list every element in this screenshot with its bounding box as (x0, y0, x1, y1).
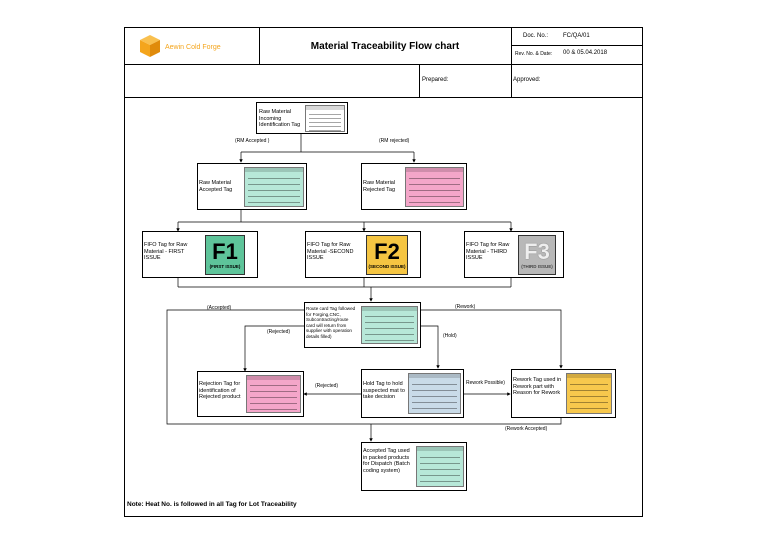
node-label: Raw Material Rejected Tag (363, 180, 396, 193)
rev-value: 00 & 05.04.2018 (563, 50, 608, 56)
connector-line (166, 309, 420, 425)
node-label: Raw Material Accepted Tag (199, 180, 233, 193)
flowchart-sheet: Aewin Cold Forge Material Traceability F… (124, 27, 643, 517)
cube-logo-icon (140, 35, 160, 57)
f3-tile: F3 (THIRD ISSUE) (518, 235, 556, 275)
edge-label-rework: (Rework) (455, 304, 476, 310)
f1-tile: F1 (FIRST ISSUE) (205, 235, 245, 275)
f1-subtext: (FIRST ISSUE) (209, 264, 241, 269)
connector-layer (166, 134, 563, 442)
rejected-tag-thumbnail (405, 167, 464, 207)
edge-label-rm-accepted: (RM Accepted ) (235, 138, 270, 144)
connector-arrow (243, 325, 304, 372)
edge-label-rework-possible: Rework Possible) (466, 380, 505, 386)
incoming-tag-node: Raw Material Incoming Identification Tag (256, 102, 348, 134)
company-name: Aewin Cold Forge (165, 44, 221, 51)
approved-label: Approved: (513, 77, 541, 83)
page-title: Material Traceability Flow chart (310, 40, 460, 52)
node-label: Route card Tag followed for Forging,CNC,… (306, 306, 356, 339)
edge-label-rework-accepted: (Rework Accepted) (505, 426, 548, 432)
edge-label-hold: (Hold) (443, 333, 457, 339)
rework-tag-node: Rework Tag used in Rework part with Reas… (511, 369, 616, 418)
connector-line (420, 418, 562, 425)
f3-subtext: (THIRD ISSUE) (521, 264, 553, 269)
edge-label-rejected-hold: (Rejected) (315, 383, 339, 389)
node-label: FIFO Tag for Raw Material - THIRD ISSUE (466, 242, 510, 262)
rm-accepted-node: Raw Material Accepted Tag (197, 163, 307, 210)
header-row-divider (511, 45, 642, 46)
f2-tile: F2 (SECOND ISSUE) (366, 235, 408, 275)
fifo-second-node: FIFO Tag for Raw Material -SECOND ISSUE … (305, 231, 421, 278)
rm-rejected-node: Raw Material Rejected Tag (361, 163, 467, 210)
header-divider-2 (125, 97, 642, 98)
accepted-tag-thumbnail (244, 167, 304, 207)
incoming-tag-thumbnail (305, 105, 345, 132)
rejection-tag-node: Rejection Tag for identification of Reje… (197, 371, 304, 417)
header-col-divider (259, 28, 260, 64)
node-label: Rejection Tag for identification of Reje… (199, 381, 241, 401)
accepted-dispatch-thumbnail (416, 446, 464, 487)
f1-text: F1 (212, 239, 238, 264)
fifo-third-node: FIFO Tag for Raw Material - THIRD ISSUE … (464, 231, 564, 278)
footer-note: Note: Heat No. is followed in all Tag fo… (127, 501, 297, 508)
node-label: Accepted Tag used in packed products for… (363, 448, 410, 474)
doc-no-value: FC/QA/01 (563, 33, 590, 39)
accepted-dispatch-node: Accepted Tag used in packed products for… (361, 442, 467, 491)
node-label: FIFO Tag for Raw Material -SECOND ISSUE (307, 242, 354, 262)
connector-arrow (421, 309, 563, 369)
prepared-label: Prepared: (422, 77, 449, 83)
rework-tag-thumbnail (566, 373, 612, 414)
hold-tag-node: Hold Tag to hold suspected mat to take d… (361, 369, 464, 418)
edge-label-rm-rejected: (RM rejected) (379, 138, 410, 144)
f3-text: F3 (524, 239, 550, 264)
node-label: FIFO Tag for Raw Material - FIRST ISSUE (144, 242, 188, 262)
edge-label-rejected: (Rejected) (267, 329, 291, 335)
hold-tag-thumbnail (408, 373, 461, 414)
edge-label-accepted: (Accepted) (207, 305, 232, 311)
connector-arrow (421, 325, 440, 369)
fifo-first-node: FIFO Tag for Raw Material - FIRST ISSUE … (142, 231, 258, 278)
node-label: Raw Material Incoming Identification Tag (259, 109, 301, 129)
route-card-thumbnail (361, 306, 418, 344)
f2-text: F2 (374, 239, 400, 264)
node-label: Rework Tag used in Rework part with Reas… (513, 377, 562, 397)
node-label: Hold Tag to hold suspected mat to take d… (363, 381, 405, 401)
rejection-tag-thumbnail (246, 375, 301, 413)
header-col-divider (419, 64, 420, 97)
header-divider (125, 64, 642, 65)
doc-no-label: Doc. No.: (523, 33, 549, 39)
route-card-node: Route card Tag followed for Forging,CNC,… (304, 302, 421, 348)
rev-label: Rev. No. & Date: (515, 51, 553, 57)
header-col-divider (511, 28, 512, 97)
company-logo (139, 34, 161, 63)
f2-subtext: (SECOND ISSUE) (368, 264, 406, 269)
